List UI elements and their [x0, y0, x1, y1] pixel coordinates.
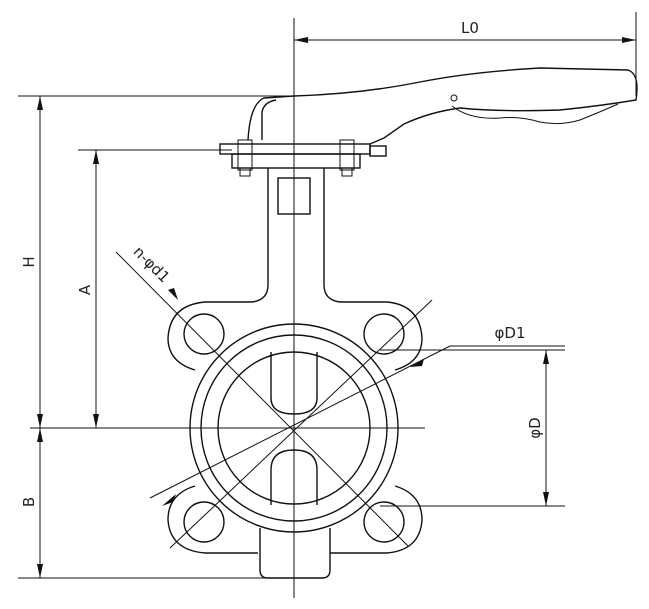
arrow-n-d1: [168, 288, 178, 300]
dim-A: A: [76, 149, 232, 428]
dim-D: φD: [380, 349, 565, 507]
top-flange: [219, 139, 387, 177]
center-lines: [30, 18, 425, 598]
valve-body: [167, 168, 423, 579]
diagonal-lines: [115, 251, 565, 549]
bolt-holes: [183, 313, 405, 543]
label-n-d1: n-φd1: [130, 243, 174, 287]
dim-H: H: [18, 95, 294, 428]
label-B: B: [20, 497, 38, 507]
dim-B: B: [18, 428, 268, 579]
dim-L0: L0: [294, 12, 637, 96]
label-H: H: [20, 256, 38, 267]
arrow-D1: [410, 359, 424, 367]
label-D1: φD1: [495, 324, 526, 342]
label-L0: L0: [461, 19, 479, 37]
label-D: φD: [526, 417, 544, 438]
label-A: A: [76, 284, 94, 295]
lever-handle: [247, 67, 638, 145]
arrow-lower-left: [162, 494, 176, 506]
